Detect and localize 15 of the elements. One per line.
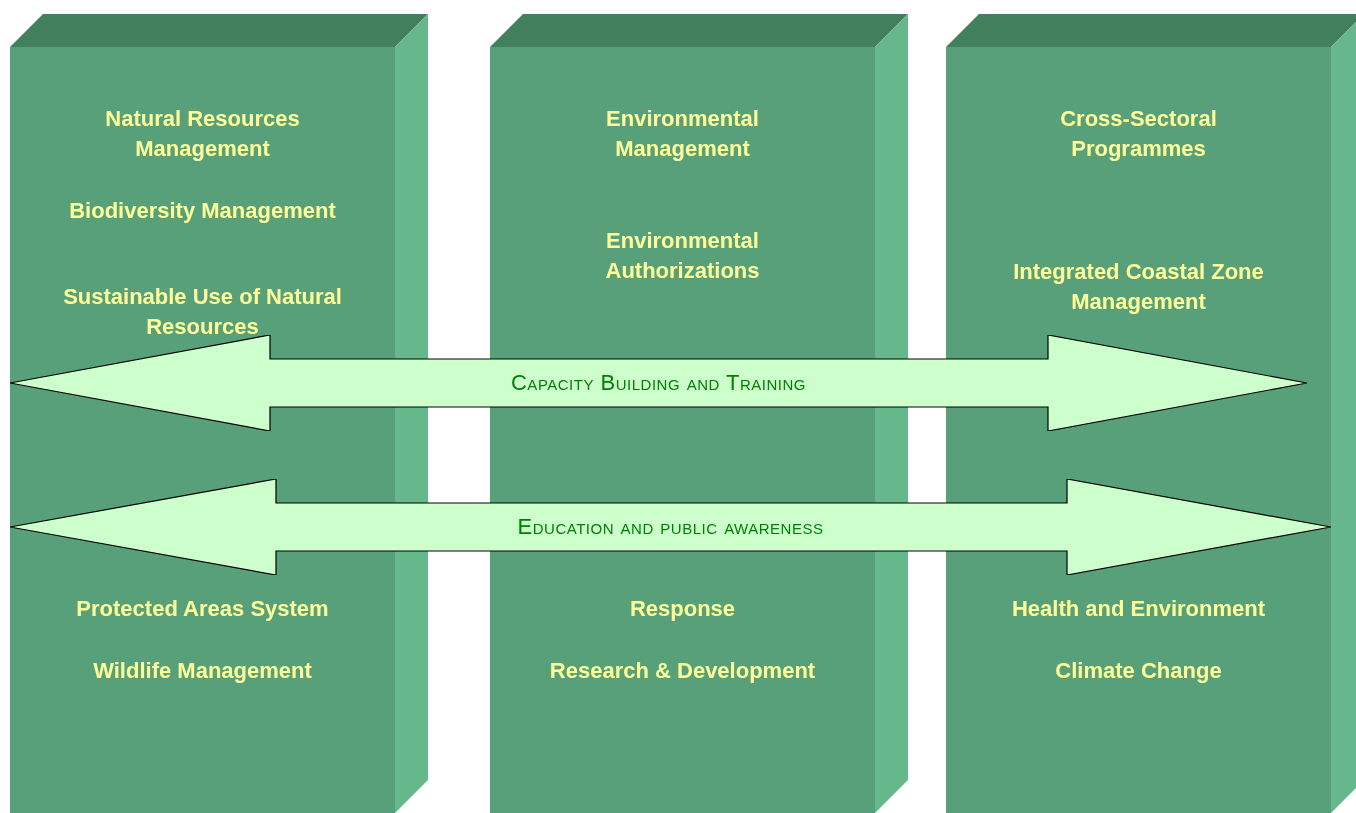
- band-label: Education and public awareness: [517, 514, 824, 540]
- pillar-item-text: Integrated Coastal Zone Management: [1012, 258, 1265, 316]
- pillar-item-text: Response: [628, 595, 737, 623]
- pillar-item-text: Cross-Sectoral Programmes: [1059, 105, 1218, 163]
- pillar-item-text: Protected Areas System: [75, 595, 330, 623]
- band-label: Capacity Building and Training: [511, 370, 806, 396]
- pillar-item-text: Sustainable Use of Natural Resources: [62, 283, 343, 341]
- pillar-item-text: Environmental Management: [605, 105, 760, 163]
- pillar-item-text: Wildlife Management: [92, 657, 313, 685]
- pillar-item-text: Health and Environment: [1010, 595, 1266, 623]
- pillar-item-text: Climate Change: [1054, 657, 1223, 685]
- pillar-item-text: Environmental Authorizations: [604, 227, 761, 285]
- pillar-item-text: Biodiversity Management: [68, 197, 337, 225]
- pillar-item-text: Research & Development: [548, 657, 817, 685]
- pillar-item-text: Natural Resources Management: [104, 105, 301, 163]
